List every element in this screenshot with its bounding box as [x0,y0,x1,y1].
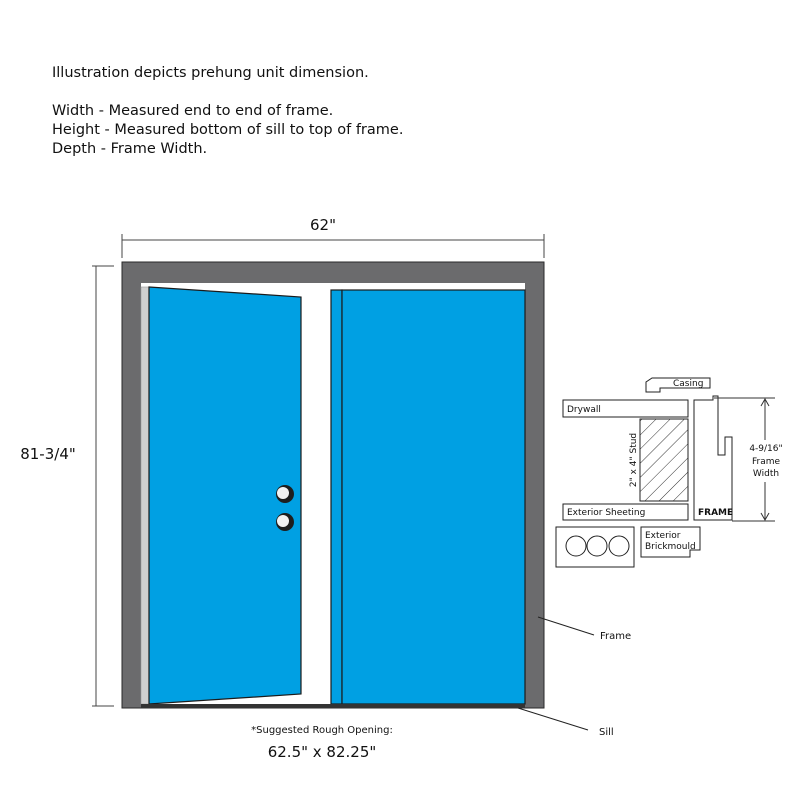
left-door [148,286,302,705]
height-dimension [92,265,114,707]
sill-leader [517,707,589,731]
width-dimension [121,234,545,258]
frame-width-value: 4-9/16" [749,444,782,454]
frame-detail-label: FRAME [698,508,733,518]
stud-label: 2" x 4" Stud [629,433,639,487]
sill [141,704,525,708]
height-label: 81-3/4" [20,445,76,463]
drywall-label: Drywall [567,405,601,415]
brickmould-label-2: Brickmould [645,542,696,552]
intro-line-4: Depth - Frame Width. [52,141,208,157]
frame-width-label-1: Frame [752,457,781,467]
astragal [330,289,343,705]
frame-label: Frame [600,631,631,642]
width-label: 62" [310,216,336,234]
intro-line-1: Illustration depicts prehung unit dimens… [52,65,369,81]
intro-text: Illustration depicts prehung unit dimens… [52,64,572,159]
frame-width-dimension [714,397,775,522]
exterior-sheeting-label: Exterior Sheeting [567,508,645,518]
casing-label: Casing [673,379,703,389]
sill-label: Sill [599,727,614,738]
frame-width-label-2: Width [753,469,779,479]
intro-line-2: Width - Measured end to end of frame. [52,103,334,119]
frame-cross-section [555,377,733,568]
frame-leader [537,616,595,636]
brickmould-label-1: Exterior [645,531,681,541]
intro-line-3: Height - Measured bottom of sill to top … [52,122,404,138]
rough-opening-value: 62.5" x 82.25" [268,743,377,761]
rough-opening-title: *Suggested Rough Opening: [251,725,393,736]
right-door [341,289,526,705]
